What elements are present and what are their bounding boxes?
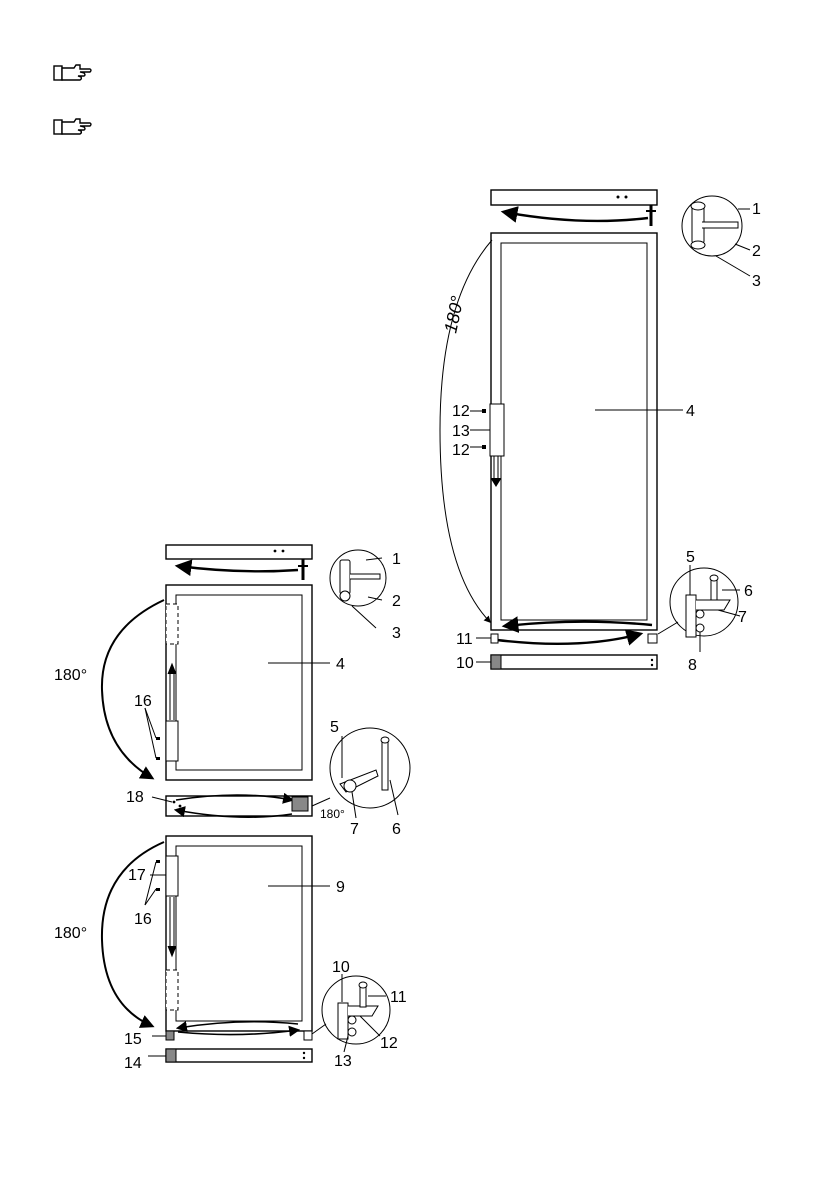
pointing-hand-icon — [54, 65, 91, 80]
label-7: 7 — [738, 609, 747, 626]
top-cover — [166, 545, 312, 559]
rotation-angle-label: 180° — [440, 294, 467, 335]
rotation-angle-label: 180° — [54, 667, 87, 684]
move-arrow — [504, 212, 648, 221]
label-3: 3 — [752, 273, 761, 290]
label-5: 5 — [686, 549, 695, 566]
label-16: 16 — [134, 693, 152, 710]
door — [166, 836, 312, 1031]
label-8: 8 — [688, 657, 697, 674]
label-2: 2 — [752, 243, 761, 260]
label-1: 1 — [392, 551, 401, 568]
handle — [166, 721, 178, 761]
label-10: 10 — [332, 959, 350, 976]
top-cover — [491, 190, 657, 205]
plinth — [491, 655, 657, 669]
label-12: 12 — [380, 1035, 398, 1052]
label-3: 3 — [392, 625, 401, 642]
label-14: 14 — [124, 1055, 142, 1072]
label-16: 16 — [134, 911, 152, 928]
door — [166, 585, 312, 780]
label-4: 4 — [336, 656, 345, 673]
label-12: 12 — [452, 403, 470, 420]
label-7: 7 — [350, 821, 359, 838]
label-2: 2 — [392, 593, 401, 610]
right-diagram: 180° 1 2 3 4 5 6 7 8 10 11 12 13 12 — [440, 190, 761, 674]
label-5: 5 — [330, 719, 339, 736]
left-top-diagram: 1 2 3 4 5 6 7 16 18 180° 180° — [54, 545, 410, 838]
handle — [490, 404, 504, 456]
label-18: 18 — [126, 789, 144, 806]
label-13: 13 — [452, 423, 470, 440]
plinth — [166, 1049, 312, 1062]
label-17: 17 — [128, 867, 146, 884]
label-15: 15 — [124, 1031, 142, 1048]
label-4: 4 — [686, 403, 695, 420]
handle — [166, 856, 178, 896]
pointing-hand-icon — [54, 119, 91, 134]
door — [491, 233, 657, 630]
label-1: 1 — [752, 201, 761, 218]
label-11: 11 — [390, 989, 407, 1006]
label-11: 11 — [456, 631, 473, 648]
label-9: 9 — [336, 879, 345, 896]
label-10: 10 — [456, 655, 474, 672]
hinge-angle-label: 180° — [320, 807, 345, 821]
label-6: 6 — [392, 821, 401, 838]
rotation-angle-label: 180° — [54, 925, 87, 942]
left-bottom-diagram: 9 10 11 12 13 14 15 16 17 180° — [54, 836, 407, 1072]
label-6: 6 — [744, 583, 753, 600]
label-12-lower: 12 — [452, 442, 470, 459]
label-13: 13 — [334, 1053, 352, 1070]
